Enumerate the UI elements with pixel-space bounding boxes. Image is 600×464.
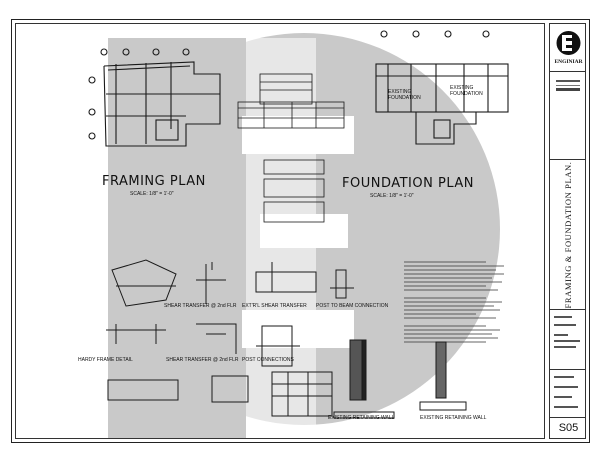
sheet-number-cell: S05 xyxy=(550,418,585,440)
detail-title: SHEAR TRANSFER @ 2nd FLR xyxy=(164,303,237,309)
revision-cell xyxy=(550,370,585,418)
detail-title: EXISTING RETAINING WALL xyxy=(328,415,395,421)
watermark-notch-bottom xyxy=(242,310,354,348)
framing-plan-title: FRAMING PLAN xyxy=(102,174,206,189)
watermark-notch-mid xyxy=(260,214,348,248)
existing-foundation-label: EXISTING FOUNDATION xyxy=(388,89,421,101)
framing-plan-scale: SCALE: 1/8" = 1'-0" xyxy=(130,191,174,197)
sheet-border xyxy=(11,19,590,443)
detail-title: HARDY FRAME DETAIL xyxy=(78,357,133,363)
drawing-area: FRAMING PLAN SCALE: 1/8" = 1'-0" FOUNDAT… xyxy=(15,23,545,439)
foundation-plan-title: FOUNDATION PLAN xyxy=(342,176,474,191)
consultant-cell xyxy=(550,72,585,160)
general-notes xyxy=(404,261,504,343)
center-schedules xyxy=(237,73,345,223)
detail-title: POST TO BEAM CONNECTION xyxy=(316,303,389,309)
project-info-cell xyxy=(550,310,585,370)
detail-title: SHEAR TRANSFER @ 2nd FLR xyxy=(166,357,239,363)
sheet-number: S05 xyxy=(558,422,579,434)
drawing-canvas xyxy=(88,30,509,438)
watermark-left-band xyxy=(108,38,246,438)
sheet-title: FRAMING & FOUNDATION PLAN. xyxy=(562,161,573,308)
title-block: ENGINIAR FRAMING & FOUNDATION PLAN. S05 xyxy=(549,23,586,439)
detail-title: EXT'R'L SHEAR TRANSFER xyxy=(242,303,307,309)
framing-plan-drawing xyxy=(88,48,221,147)
watermark-logo xyxy=(108,33,500,438)
detail-title: EXISTING RETAINING WALL xyxy=(420,415,487,421)
firm-logo-icon xyxy=(556,31,581,55)
foundation-plan-scale: SCALE: 1/8" = 1'-0" xyxy=(370,193,414,199)
firm-name: ENGINIAR xyxy=(554,59,583,65)
sheet-title-cell: FRAMING & FOUNDATION PLAN. xyxy=(550,160,585,310)
detail-title: POST CONNECTIONS xyxy=(242,357,294,363)
existing-foundation-label-2: EXISTING FOUNDATION xyxy=(450,85,483,97)
detail-sketches xyxy=(106,259,467,419)
watermark-notch-top xyxy=(242,116,354,154)
foundation-plan-drawing xyxy=(375,30,509,145)
logo-cell: ENGINIAR xyxy=(550,24,585,72)
